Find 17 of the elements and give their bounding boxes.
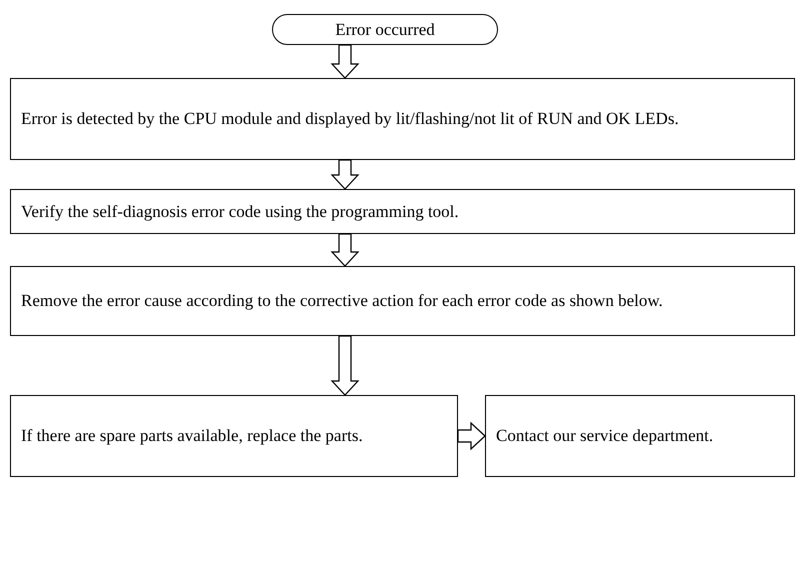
- node-text: Verify the self-diagnosis error code using the programming tool.: [21, 200, 460, 223]
- process-box: [10, 189, 795, 234]
- block-arrow: [330, 159, 360, 190]
- start-terminator: [272, 14, 498, 45]
- node-text: Error occurred: [335, 18, 435, 41]
- node-text: If there are spare parts available, replace the parts.: [21, 425, 364, 447]
- node-text: Contact our service department.: [496, 425, 714, 447]
- process-box: [485, 395, 795, 477]
- block-arrow: [330, 44, 360, 79]
- block-arrow: [457, 422, 486, 450]
- block-arrow: [330, 233, 360, 267]
- process-box: [10, 266, 795, 336]
- node-text: Error is detected by the CPU module and displayed by lit/flashing/not lit of RUN and OK LEDs.: [21, 108, 680, 130]
- process-box: [10, 78, 795, 160]
- process-box: [10, 395, 458, 477]
- node-text: Remove the error cause according to the corrective action for each error code as shown below.: [21, 290, 664, 312]
- block-arrow: [330, 335, 360, 396]
